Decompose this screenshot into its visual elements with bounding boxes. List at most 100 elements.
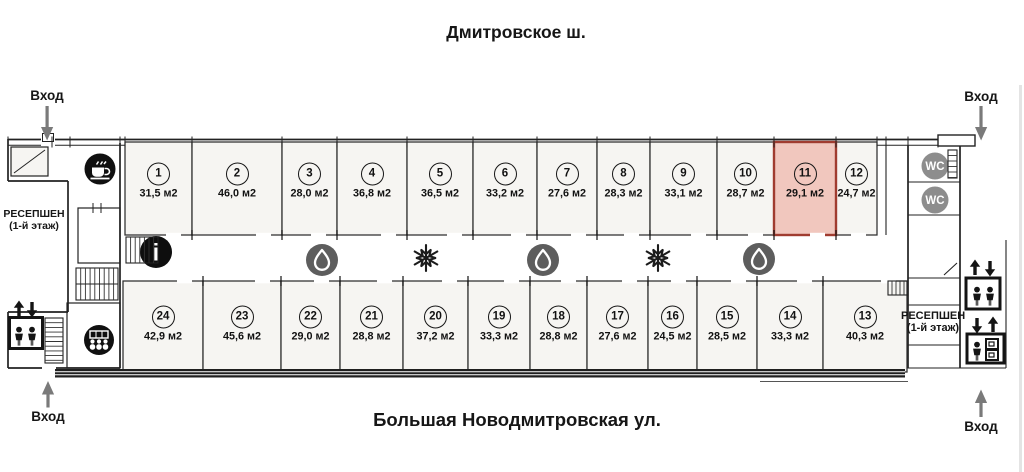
room-number: 14 bbox=[778, 305, 802, 329]
door-opening bbox=[671, 278, 686, 284]
room-area: 29,0 м2 bbox=[291, 330, 330, 343]
meeting-room bbox=[66, 302, 121, 369]
stairs bbox=[887, 280, 909, 296]
door-opening bbox=[851, 232, 866, 238]
room-number: 3 bbox=[297, 162, 321, 186]
room-area: 40,3 м2 bbox=[845, 330, 885, 343]
room-area: 28,5 м2 bbox=[707, 330, 747, 343]
room-number: 4 bbox=[360, 162, 384, 186]
room-area: 36,8 м2 bbox=[352, 187, 392, 200]
room-number: 17 bbox=[605, 305, 629, 329]
door-swing bbox=[13, 149, 46, 174]
room-number: 2 bbox=[225, 162, 249, 186]
reception-line1: РЕСЕПШЕН bbox=[3, 208, 65, 220]
door-opening bbox=[255, 278, 270, 284]
room-area: 33,3 м2 bbox=[479, 330, 519, 343]
room-number: 18 bbox=[546, 305, 570, 329]
room-area: 33,3 м2 bbox=[770, 330, 810, 343]
room-number: 22 bbox=[298, 305, 322, 329]
door-opening bbox=[504, 278, 519, 284]
street-name-bottom: Большая Новодмитровская ул. bbox=[373, 409, 661, 430]
wc-label: WC bbox=[925, 161, 944, 173]
service-room bbox=[77, 207, 121, 264]
door-opening bbox=[797, 278, 812, 284]
room-number: 5 bbox=[428, 162, 452, 186]
meeting-room-icon bbox=[84, 325, 114, 355]
door-opening bbox=[622, 278, 637, 284]
room-area: 28,7 м2 bbox=[726, 187, 765, 200]
entrance-arrow-icon bbox=[975, 106, 988, 141]
door-opening bbox=[166, 232, 181, 238]
room-area: 45,6 м2 bbox=[222, 330, 262, 343]
coffee-icon bbox=[84, 153, 116, 185]
room-5-shape bbox=[406, 141, 474, 236]
room-area: 28,8 м2 bbox=[352, 330, 391, 343]
door-opening bbox=[571, 232, 586, 238]
street-name-top: Дмитровское ш. bbox=[446, 22, 586, 42]
reception-label-right: РЕСЕПШЕН (1-й этаж) bbox=[901, 310, 966, 334]
room-number: 6 bbox=[493, 162, 517, 186]
door-opening bbox=[377, 278, 392, 284]
room-7-shape bbox=[536, 141, 598, 236]
room-number: 12 bbox=[844, 162, 868, 186]
reception-line1: РЕСЕПШЕН bbox=[901, 310, 966, 322]
room-number: 16 bbox=[660, 305, 684, 329]
door-opening bbox=[691, 232, 706, 238]
room-area: 27,6 м2 bbox=[547, 187, 587, 200]
entrance-label-top-right: Вход bbox=[964, 89, 998, 104]
room-area: 28,3 м2 bbox=[604, 187, 643, 200]
info-icon: i bbox=[140, 236, 172, 268]
reception-line2: (1-й этаж) bbox=[9, 219, 59, 232]
image-edge bbox=[1019, 85, 1022, 472]
door-opening bbox=[511, 232, 526, 238]
room-number: 20 bbox=[423, 305, 447, 329]
entrance-arrow-icon bbox=[41, 381, 55, 408]
room-number: 15 bbox=[715, 305, 739, 329]
room-area: 27,6 м2 bbox=[598, 330, 637, 343]
room-number: 8 bbox=[611, 162, 635, 186]
room-area: 33,2 м2 bbox=[485, 187, 525, 200]
door-opening bbox=[748, 232, 763, 238]
reception-label-left: РЕСЕПШЕН (1-й этаж) bbox=[2, 208, 66, 232]
door-opening bbox=[810, 232, 825, 238]
door-opening bbox=[447, 232, 462, 238]
door-opening bbox=[442, 278, 457, 284]
room-4-shape bbox=[336, 141, 408, 236]
room-number: 10 bbox=[733, 162, 757, 186]
info-glyph: i bbox=[153, 240, 160, 267]
room-area: 46,0 м2 bbox=[217, 187, 257, 200]
entrance-arrow-icon bbox=[974, 389, 988, 417]
room-area: 42,9 м2 bbox=[143, 330, 183, 343]
room-number: 23 bbox=[230, 305, 254, 329]
room-8-shape bbox=[596, 141, 651, 236]
room-area: 37,2 м2 bbox=[416, 330, 455, 343]
door-opening bbox=[624, 232, 639, 238]
door-opening bbox=[177, 278, 192, 284]
room-area: 36,5 м2 bbox=[420, 187, 460, 200]
freight-elevator-icon bbox=[965, 316, 1006, 365]
door-opening bbox=[256, 232, 271, 238]
entrance-label-bottom-right: Вход bbox=[964, 419, 998, 434]
stairs bbox=[947, 149, 958, 179]
room-2-shape bbox=[191, 141, 283, 236]
south-facade-wall bbox=[55, 369, 908, 382]
